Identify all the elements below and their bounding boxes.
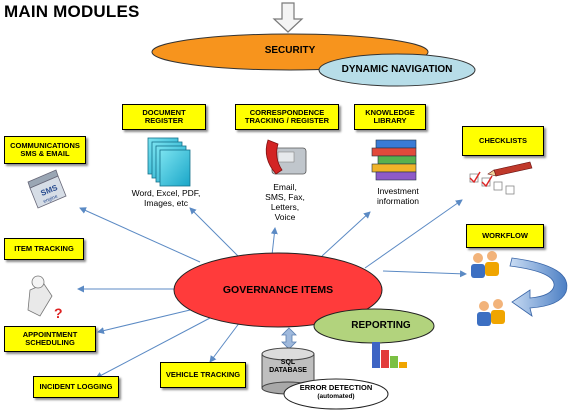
- diagram-title: MAIN MODULES: [4, 2, 140, 21]
- item-tracking-box: ITEM TRACKING: [4, 238, 84, 260]
- knowledge-caption: Investment information: [376, 186, 420, 206]
- workflow-box: WORKFLOW: [466, 224, 544, 248]
- checklist-icon: [469, 161, 533, 195]
- svg-text:?: ?: [54, 305, 63, 321]
- checklists-box: CHECKLISTS: [462, 126, 544, 156]
- sms-engine-icon: SMS engine: [27, 169, 67, 209]
- entry-arrow-icon: [272, 2, 304, 33]
- dynamic-navigation-ellipse: [318, 53, 476, 87]
- dynamic-navigation-label: DYNAMIC NAVIGATION: [341, 64, 453, 75]
- telephone-icon: [265, 139, 307, 175]
- arrow-to-incident: [95, 317, 211, 379]
- workflow-people-icon: [471, 251, 505, 326]
- arrow-to-correspondence: [270, 227, 278, 256]
- item-tracking-icon: ?: [27, 275, 63, 321]
- arrow-to-checklists: [364, 199, 463, 269]
- security-label: SECURITY: [264, 45, 316, 56]
- arrow-to-knowledge: [321, 211, 371, 257]
- database-link-icon: [281, 327, 297, 350]
- arrow-to-vehicle: [209, 321, 241, 363]
- vehicle-tracking-box: VEHICLE TRACKING: [160, 362, 246, 388]
- document-stack-icon: [147, 137, 191, 187]
- error-detection-sublabel: (automated): [317, 393, 355, 400]
- error-detection-ellipse: [283, 378, 389, 410]
- governance-ellipse: [173, 252, 383, 328]
- arrow-to-appointment: [97, 309, 191, 335]
- sms-icon-sublabel: engine: [43, 194, 59, 205]
- incident-logging-box: INCIDENT LOGGING: [33, 376, 119, 398]
- arrow-to-workflow: [382, 270, 467, 278]
- document-caption: Word, Excel, PDF, Images, etc: [131, 188, 201, 208]
- appointment-scheduling-box: APPOINTMENT SCHEDULING: [4, 326, 96, 352]
- arrow-to-communications: [79, 207, 201, 263]
- books-icon: [371, 139, 417, 181]
- correspondence-box: CORRESPONDENCE TRACKING / REGISTER: [235, 104, 339, 130]
- report-chart-icon: [372, 342, 407, 368]
- governance-label: GOVERNANCE ITEMS: [222, 284, 334, 296]
- arrow-to-document: [189, 207, 241, 259]
- workflow-cycle-arrow-icon: [509, 257, 568, 317]
- error-detection-label: ERROR DETECTION: [299, 383, 373, 392]
- reporting-label: REPORTING: [351, 320, 411, 331]
- database-label: SQL DATABASE: [269, 359, 307, 374]
- communications-box: COMMUNICATIONS SMS & EMAIL: [4, 136, 86, 164]
- correspondence-caption: Email, SMS, Fax, Letters, Voice: [265, 182, 305, 222]
- document-register-box: DOCUMENT REGISTER: [122, 104, 206, 130]
- knowledge-library-box: KNOWLEDGE LIBRARY: [354, 104, 426, 130]
